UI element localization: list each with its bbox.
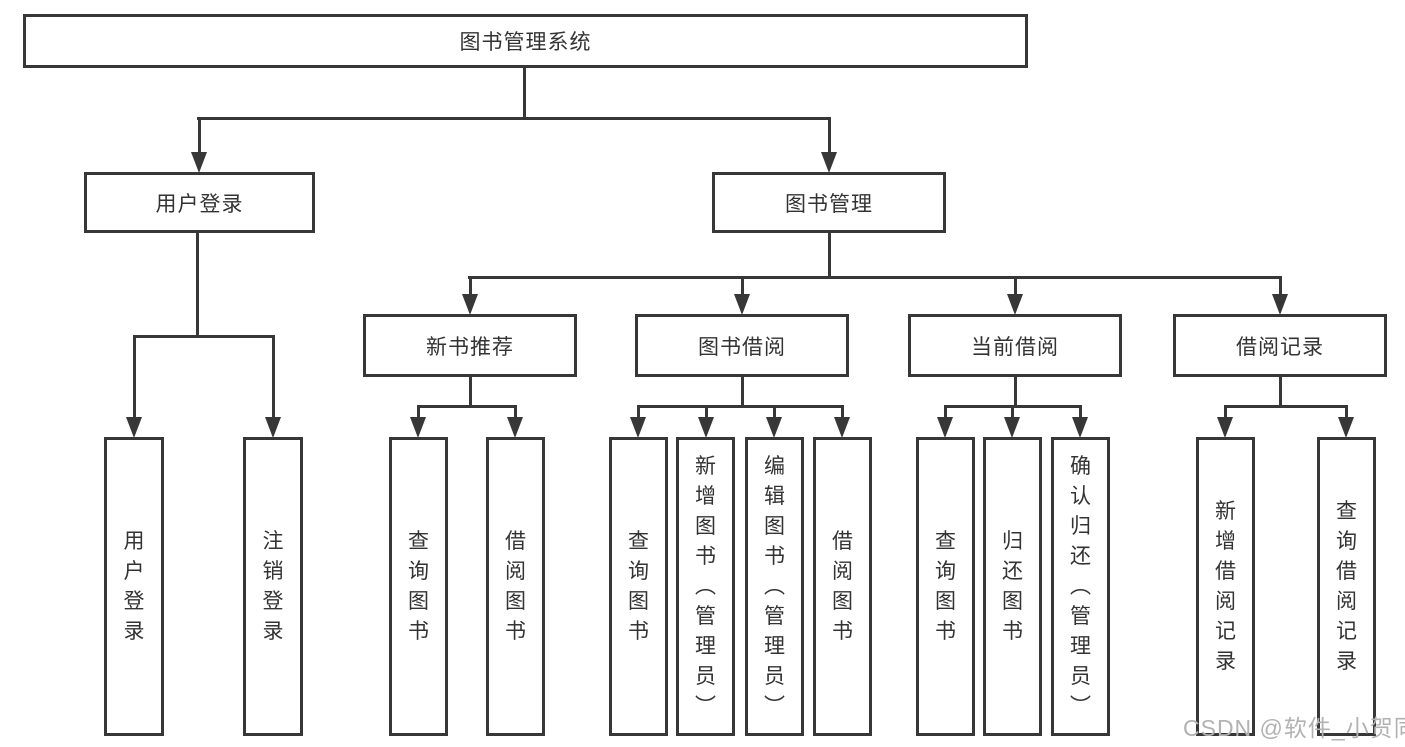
node-book-borrow-label: 图书借阅	[698, 335, 786, 359]
connector-g2-stem	[741, 377, 744, 407]
connector-level2-bar	[197, 117, 831, 120]
leaf-label: 借阅图书	[505, 529, 526, 643]
csdn-watermark: CSDN @软件_小贺同学	[1183, 715, 1405, 741]
connector-login-stem	[196, 233, 199, 337]
arrow-into-leaf-logout	[265, 417, 281, 438]
arrow-into-new-book	[462, 294, 478, 315]
connector-login-leaf2-drop	[272, 335, 275, 419]
arrow-g1-leaf2	[507, 417, 523, 438]
node-book-management: 图书管理	[712, 172, 946, 233]
node-user-login-label: 用户登录	[155, 192, 244, 216]
connector-g3-stem	[1014, 377, 1017, 407]
node-current-borrow-label: 当前借阅	[971, 335, 1059, 359]
arrow-g3-leaf2	[1004, 417, 1020, 438]
node-leaf-g4-add-borrow-record: 新增借阅记录	[1196, 437, 1255, 736]
connector-mgmt-drop	[828, 117, 831, 155]
leaf-label: 查询借阅记录	[1336, 499, 1357, 673]
connector-g3-leaf1-drop	[944, 405, 947, 419]
connector-login-leaf1-drop	[133, 335, 136, 419]
node-leaf-g3-query-books: 查询图书	[916, 437, 975, 736]
node-new-book-recommend-label: 新书推荐	[426, 335, 514, 359]
connector-root-stem	[523, 68, 526, 118]
connector-g2-bar	[637, 405, 843, 408]
node-root-label: 图书管理系统	[459, 31, 592, 54]
arrow-g2-leaf1	[630, 417, 646, 438]
connector-mgmt-stem	[828, 233, 831, 278]
node-leaf-g3-return-books: 归还图书	[983, 437, 1042, 736]
node-new-book-recommend: 新书推荐	[363, 314, 577, 377]
node-leaf-g2-borrow-books: 借阅图书	[813, 437, 872, 736]
leaf-label: 查询图书	[935, 529, 956, 643]
node-book-borrow: 图书借阅	[635, 314, 849, 377]
connector-g2-leaf3-drop	[773, 405, 776, 419]
leaf-label: 新增借阅记录	[1215, 499, 1236, 673]
node-leaf-logout: 注销登录	[243, 437, 303, 736]
node-leaf-g2-query-books: 查询图书	[609, 437, 668, 736]
node-user-login: 用户登录	[84, 172, 315, 233]
node-leaf-g2-add-books-admin: 新增图书︵管理员︶	[676, 437, 735, 736]
arrow-g3-leaf1	[937, 417, 953, 438]
arrow-into-book-borrow	[734, 294, 750, 315]
connector-g2-leaf1-drop	[637, 405, 640, 419]
node-root: 图书管理系统	[23, 14, 1028, 68]
node-leaf-g2-edit-books-admin: 编辑图书︵管理员︶	[745, 437, 804, 736]
connector-group1-drop	[469, 276, 472, 296]
node-borrow-records-label: 借阅记录	[1236, 335, 1324, 359]
leaf-label: 借阅图书	[832, 529, 853, 643]
connector-g1-bar	[417, 405, 517, 408]
connector-g2-leaf4-drop	[841, 405, 844, 419]
connector-g4-leaf1-drop	[1224, 405, 1227, 419]
connector-g1-stem	[469, 377, 472, 407]
arrow-into-borrow-records	[1272, 294, 1288, 315]
connector-group3-drop	[1014, 276, 1017, 296]
connector-group2-drop	[741, 276, 744, 296]
connector-g3-leaf2-drop	[1011, 405, 1014, 419]
connector-g1-leaf1-drop	[417, 405, 420, 419]
arrow-g4-leaf2	[1338, 417, 1354, 438]
arrow-into-login	[191, 152, 207, 173]
arrow-g2-leaf3	[766, 417, 782, 438]
leaf-label: 编辑图书︵管理员︶	[764, 454, 785, 718]
connector-g4-leaf2-drop	[1345, 405, 1348, 419]
arrow-into-current-borrow	[1007, 294, 1023, 315]
node-leaf-g4-query-borrow-record: 查询借阅记录	[1317, 437, 1376, 736]
connector-g2-leaf2-drop	[705, 405, 708, 419]
connector-group4-drop	[1279, 276, 1282, 296]
node-leaf-user-login: 用户登录	[104, 437, 164, 736]
leaf-label: 查询图书	[408, 529, 429, 643]
node-leaf-g1-query-books: 查询图书	[389, 437, 448, 736]
arrow-into-leaf-user-login	[126, 417, 142, 438]
arrow-g2-leaf4	[834, 417, 850, 438]
arrow-into-mgmt	[821, 152, 837, 173]
leaf-label: 确认归还︵管理员︶	[1070, 454, 1091, 718]
arrow-g3-leaf3	[1072, 417, 1088, 438]
node-leaf-g1-borrow-books: 借阅图书	[486, 437, 545, 736]
leaf-label: 查询图书	[628, 529, 649, 643]
arrow-g2-leaf2	[698, 417, 714, 438]
connector-g1-leaf2-drop	[514, 405, 517, 419]
connector-g4-stem	[1279, 377, 1282, 407]
node-leaf-g3-confirm-return-admin: 确认归还︵管理员︶	[1051, 437, 1110, 736]
connector-level3-bar	[468, 276, 1282, 279]
connector-g3-leaf3-drop	[1079, 405, 1082, 419]
node-leaf-user-login-label: 用户登录	[123, 529, 145, 643]
connector-g4-bar	[1224, 405, 1347, 408]
connector-login-bar	[133, 335, 275, 338]
node-borrow-records: 借阅记录	[1173, 314, 1387, 377]
leaf-label: 新增图书︵管理员︶	[695, 454, 716, 718]
node-leaf-logout-label: 注销登录	[262, 529, 284, 643]
arrow-g4-leaf1	[1217, 417, 1233, 438]
arrow-g1-leaf1	[410, 417, 426, 438]
connector-login-drop	[198, 117, 201, 155]
node-book-management-label: 图书管理	[785, 192, 873, 216]
node-current-borrow: 当前借阅	[908, 314, 1122, 377]
leaf-label: 归还图书	[1002, 529, 1023, 643]
